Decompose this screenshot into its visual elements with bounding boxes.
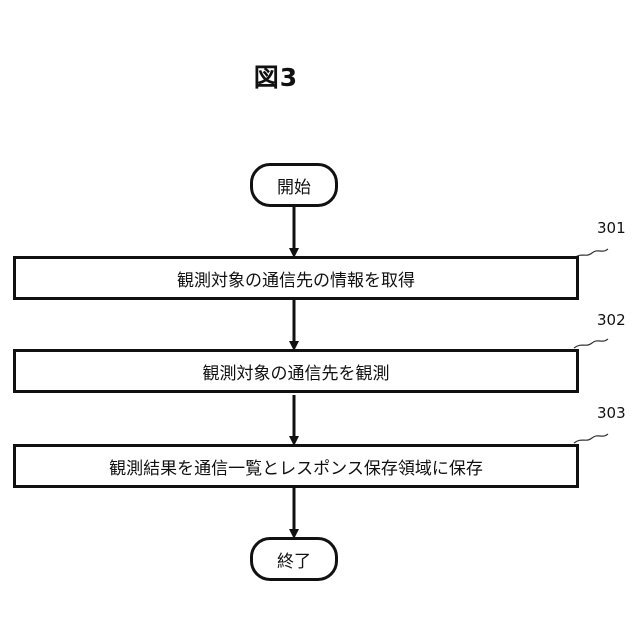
end-terminal: 終了 [250, 537, 338, 581]
process-step-301: 観測対象の通信先の情報を取得 [13, 256, 579, 300]
step-label-301: 観測対象の通信先の情報を取得 [177, 266, 415, 291]
ref-number-303: 303 [597, 404, 626, 422]
leader-line-302 [574, 339, 608, 348]
ref-number-302: 302 [597, 311, 626, 329]
step-label-302: 観測対象の通信先を観測 [203, 359, 390, 384]
step-label-303: 観測結果を通信一覧とレスポンス保存領域に保存 [109, 454, 483, 479]
figure-title: 図3 [236, 58, 316, 94]
leader-line-303 [574, 434, 608, 443]
process-step-302: 観測対象の通信先を観測 [13, 349, 579, 393]
leader-line-301 [574, 249, 608, 258]
ref-number-301: 301 [597, 219, 626, 237]
start-label: 開始 [277, 173, 311, 198]
process-step-303: 観測結果を通信一覧とレスポンス保存領域に保存 [13, 444, 579, 488]
start-terminal: 開始 [250, 163, 338, 207]
end-label: 終了 [277, 547, 311, 572]
